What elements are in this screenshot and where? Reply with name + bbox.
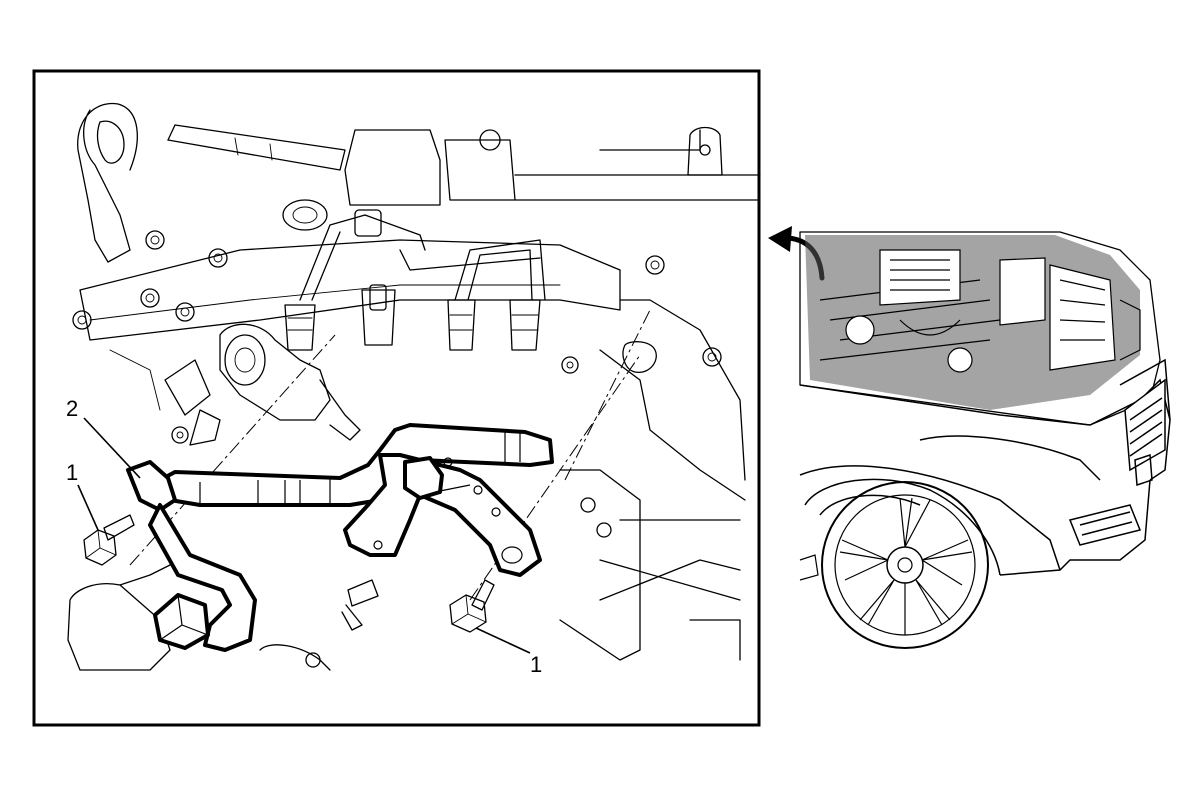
callout-bolt-left: 1	[66, 460, 78, 485]
leader-bolt-left	[77, 484, 99, 531]
leader-pipe	[83, 417, 141, 479]
locator-view	[768, 226, 1171, 649]
detail-view: 1 2 1	[32, 69, 761, 727]
engine-block-linework	[67, 102, 761, 671]
detail-frame	[32, 69, 761, 727]
bolt-right	[449, 579, 495, 633]
fuel-injectors	[284, 284, 541, 351]
vehicle-body	[799, 358, 1171, 576]
front-wheel	[821, 481, 989, 649]
tire-edge	[799, 554, 819, 581]
flange-bolts	[72, 230, 722, 444]
callout-pipe: 2	[66, 396, 78, 421]
leader-bolt-right	[475, 627, 531, 654]
engine-bay	[799, 231, 1161, 426]
fuel-pipe-assembly	[126, 423, 554, 652]
callout-bolt-right: 1	[530, 652, 542, 677]
